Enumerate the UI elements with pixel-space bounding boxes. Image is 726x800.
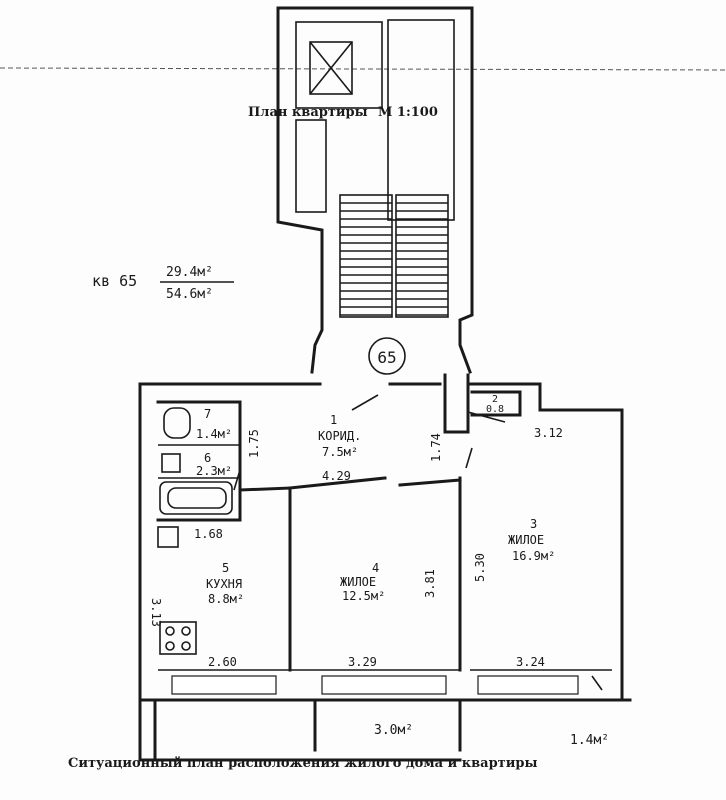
kitchen-sink-icon (157, 526, 179, 548)
fixtures (157, 394, 603, 691)
room-6-number: 6 (204, 451, 211, 465)
room-5-name: КУХНЯ (206, 577, 242, 591)
room-2-area: 0.8 (486, 404, 504, 415)
room-6-area: 2.3м² (196, 464, 232, 478)
dim-corridor-depth: 1.74 (429, 433, 443, 462)
apartment-walls (138, 382, 632, 762)
stairwell (276, 6, 474, 374)
dim-room3-side: 5.30 (473, 553, 487, 582)
apartment-label: кв 65 (92, 272, 137, 290)
room-1-area: 7.5м² (322, 445, 358, 459)
dim-room3-bottom: 3.24 (516, 655, 545, 669)
apartment-number: 65 (377, 348, 396, 367)
dim-room3-top: 3.12 (534, 426, 563, 440)
dim-corridor-width: 4.29 (322, 469, 351, 483)
room-3-number: 3 (530, 517, 537, 531)
plan-caption: Ситуационный план расположения жилого до… (68, 756, 538, 771)
room-1-number: 1 (330, 413, 337, 427)
room-3-area: 16.9м² (512, 549, 555, 563)
dim-room4-side: 3.81 (423, 569, 437, 598)
room-7-number: 7 (204, 407, 211, 421)
balcony-left-area: 3.0м² (374, 723, 413, 738)
stove-icon (159, 621, 197, 655)
room-7-area: 1.4м² (196, 427, 232, 441)
dim-kitchen-side: 3.13 (149, 598, 163, 627)
toilet-icon (163, 407, 191, 439)
dim-kitchen-top: 1.68 (194, 527, 223, 541)
reference-line-top (0, 67, 726, 71)
room-1-name: КОРИД. (318, 429, 361, 443)
apartment-number-circle (368, 337, 406, 375)
dim-kitchen-bottom: 2.60 (208, 655, 237, 669)
room-2-number: 2 (492, 394, 498, 405)
balcony-right-area: 1.4м² (570, 733, 609, 748)
room-3-name: ЖИЛОЕ (508, 533, 544, 547)
room-4-area: 12.5м² (342, 589, 385, 603)
room-5-number: 5 (222, 561, 229, 575)
dim-bath-height: 1.75 (247, 429, 261, 458)
apartment-total-area: 54.6м² (166, 287, 213, 302)
room-4-name: ЖИЛОЕ (340, 575, 376, 589)
plan-scale: М 1:100 (378, 105, 438, 120)
bathtub-icon (159, 481, 233, 515)
room-5-area: 8.8м² (208, 592, 244, 606)
dim-room4-bottom: 3.29 (348, 655, 377, 669)
interior-walls (156, 373, 612, 695)
apartment-living-area: 29.4м² (166, 265, 213, 280)
room-4-number: 4 (372, 561, 379, 575)
sink-icon (161, 453, 181, 473)
plan-title: План квартиры (248, 105, 368, 120)
